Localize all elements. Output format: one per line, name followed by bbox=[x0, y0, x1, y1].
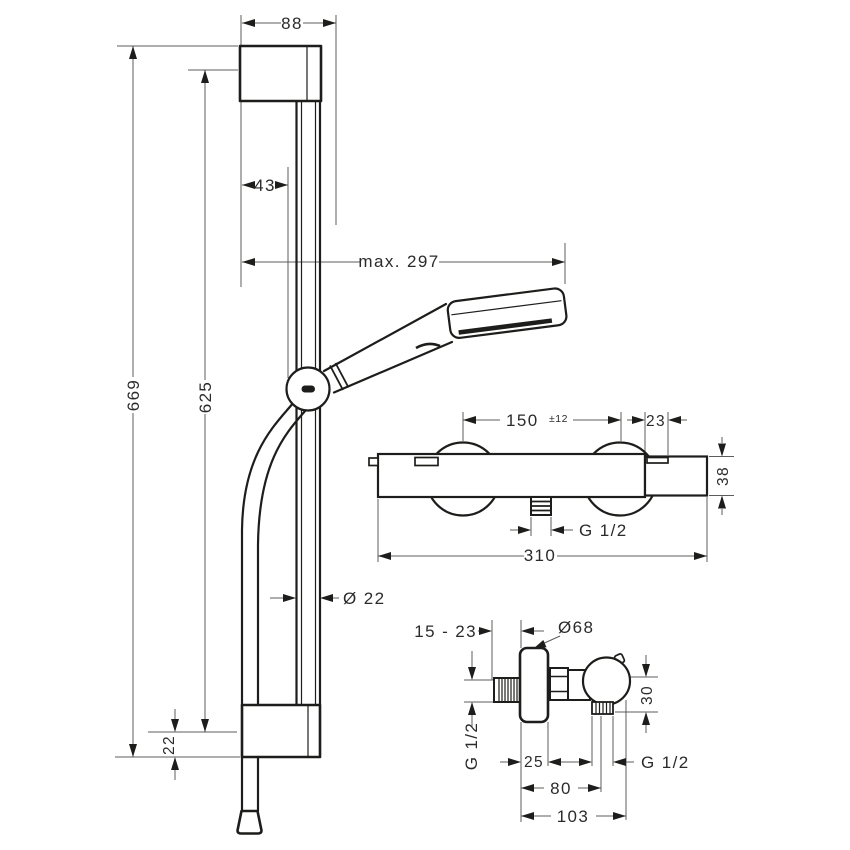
mixer-front-extension-lines bbox=[377, 412, 734, 562]
rail-dimension-lines bbox=[129, 19, 565, 780]
dim-label-outlet-depth: 80 bbox=[550, 779, 572, 798]
right-stop-button bbox=[646, 456, 669, 464]
dim-label-wall-to-bar: 43 bbox=[254, 176, 276, 195]
mixer-front-geometry bbox=[368, 441, 709, 517]
push-button bbox=[301, 385, 315, 393]
dim-label-wall-range: 15 - 23 bbox=[414, 622, 477, 641]
dim-label-bottom-offset: 22 bbox=[161, 735, 178, 755]
mixer-side-geometry bbox=[493, 646, 632, 724]
bottom-outlet-thread bbox=[530, 496, 552, 516]
mixer-front-dimension-lines bbox=[378, 416, 726, 560]
bottom-wall-bracket bbox=[240, 703, 322, 759]
hand-shower-handle bbox=[322, 302, 454, 394]
dim-label-handle-distance: 150 bbox=[506, 411, 539, 430]
dim-label-right-offset: 23 bbox=[646, 413, 666, 430]
dim-label-bar-height: 625 bbox=[196, 381, 215, 414]
left-stop-button bbox=[414, 456, 439, 467]
left-check-valve-tab bbox=[368, 457, 379, 467]
dim-label-outlet-offset: 30 bbox=[639, 685, 656, 705]
rail-geometry bbox=[236, 44, 568, 835]
hex-nut bbox=[549, 667, 569, 701]
dim-label-outlet-thread-bottom: G 1/2 bbox=[641, 753, 690, 772]
hose-connector-cone bbox=[236, 809, 263, 835]
dim-label-bar-diameter: Ø 22 bbox=[343, 589, 385, 608]
inlet-thread-nipple bbox=[493, 677, 521, 703]
dim-label-outlet-thread: G 1/2 bbox=[579, 521, 628, 540]
top-wall-bracket bbox=[238, 44, 323, 103]
shower-rail-view: 88 43 max. 297 669 625 Ø 22 22 bbox=[115, 14, 568, 835]
mixer-side-view: 15 - 23 Ø68 G 1/2 30 25 G 1/2 80 103 bbox=[414, 618, 690, 826]
dim-label-max-reach: max. 297 bbox=[358, 252, 439, 271]
dim-label-total-depth: 103 bbox=[557, 807, 590, 826]
dim-label-total-height: 669 bbox=[124, 379, 143, 412]
dim-label-escutcheon-diameter: Ø68 bbox=[558, 618, 594, 637]
mixer-side-extension-lines bbox=[464, 620, 658, 822]
mixer-front-view: 150 ±12 23 38 G 1/2 310 bbox=[368, 411, 734, 565]
hand-shower-head bbox=[446, 287, 568, 340]
dim-label-handle-distance-tolerance: ±12 bbox=[549, 413, 568, 425]
dim-label-body-height: 38 bbox=[715, 466, 732, 486]
dim-label-bracket-width: 88 bbox=[281, 14, 303, 33]
mixer-side-dimension-lines bbox=[468, 627, 650, 820]
handle-side bbox=[581, 656, 632, 706]
dim-label-inlet-thread: G 1/2 bbox=[462, 722, 481, 771]
shower-hose bbox=[240, 400, 296, 708]
bottom-outlet-side bbox=[591, 701, 614, 715]
escutcheon-disc bbox=[518, 646, 550, 724]
rail-extension-lines bbox=[115, 15, 566, 758]
dim-label-total-width: 310 bbox=[524, 546, 557, 565]
dim-label-escutcheon-depth: 25 bbox=[524, 754, 544, 771]
